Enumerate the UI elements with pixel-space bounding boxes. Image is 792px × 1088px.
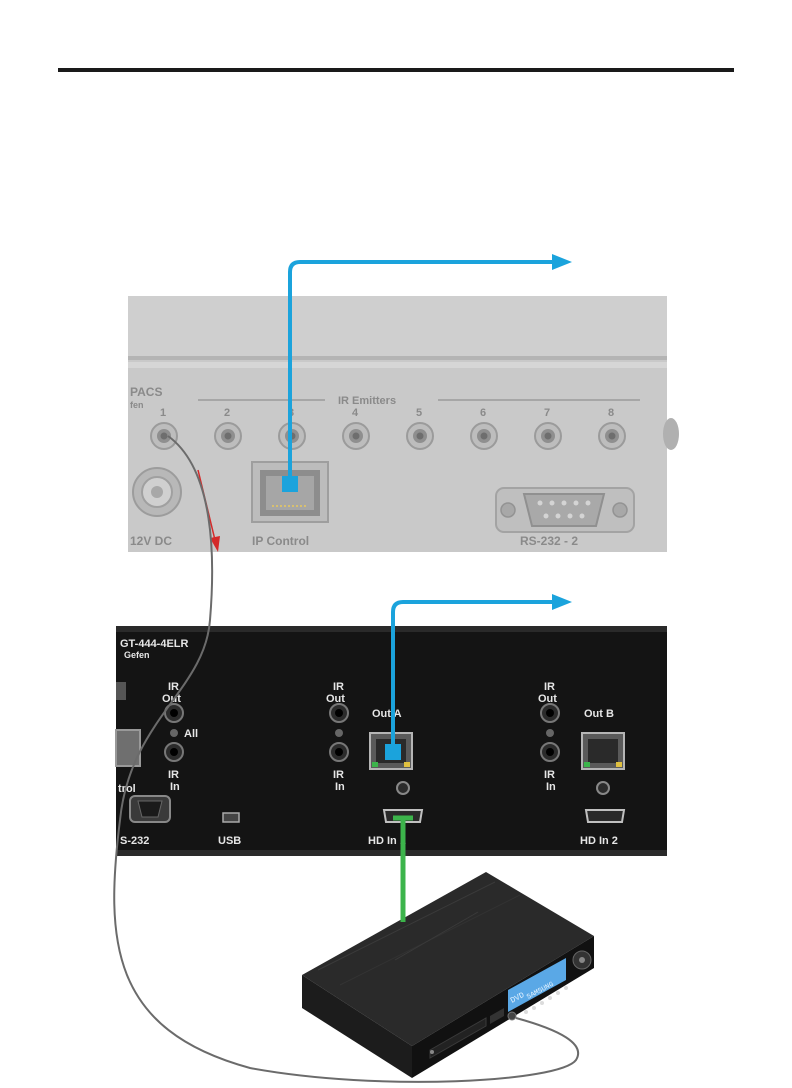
out-b-label: Out B — [584, 708, 614, 720]
audio-jack-a[interactable] — [396, 781, 410, 795]
ir-in-jack-left[interactable] — [164, 742, 184, 762]
all-label: All — [184, 728, 198, 740]
ir-sensor — [507, 1011, 517, 1021]
ip-control-label: IP Control — [252, 534, 309, 548]
pacs-brand-text: PACS — [130, 385, 162, 399]
ir-out-jack-a[interactable] — [329, 703, 349, 723]
out-b-port[interactable] — [581, 732, 625, 770]
svg-text:IR: IR — [333, 769, 344, 781]
port-number-1: 1 — [160, 407, 166, 419]
svg-text:In: In — [170, 781, 180, 793]
svg-text:IR: IR — [544, 769, 555, 781]
ir-emitter-jack-2[interactable] — [214, 422, 242, 450]
ir-emitter-jack-1[interactable] — [150, 422, 178, 450]
hd-in-2-port[interactable] — [584, 809, 626, 823]
ir-emitter-cable — [113, 435, 579, 1083]
rs232-port[interactable] — [129, 795, 171, 823]
ir-emitter-jack-8[interactable] — [598, 422, 626, 450]
rs232-2-label: RS-232 - 2 — [520, 534, 578, 548]
ir-out-jack-b[interactable] — [540, 703, 560, 723]
ir-emitter-jack-6[interactable] — [470, 422, 498, 450]
svg-text:IR: IR — [168, 769, 179, 781]
port-number-6: 6 — [480, 407, 486, 419]
device-buttons[interactable] — [524, 986, 568, 1014]
port-number-4: 4 — [352, 407, 359, 419]
pacs-brand-sub-text: fen — [130, 400, 144, 410]
ir-in-jack-a[interactable] — [329, 742, 349, 762]
svg-text:In: In — [335, 781, 345, 793]
brand-label: Gefen — [124, 650, 150, 660]
svg-text:IR: IR — [333, 681, 344, 693]
out-a-label: Out A — [372, 708, 402, 720]
model-label: GT-444-4ELR — [120, 638, 189, 650]
ir-block-left: IR Out All IR In — [162, 681, 198, 793]
ir-block-b: IR Out IR In — [538, 681, 560, 793]
hdmi-cable — [393, 815, 413, 922]
port-number-8: 8 — [608, 407, 614, 419]
ir-in-jack-b[interactable] — [540, 742, 560, 762]
rs232-2-port[interactable] — [495, 487, 635, 533]
hd-in-2-label: HD In 2 — [580, 835, 618, 847]
svg-text:Out: Out — [538, 693, 557, 705]
device-nav-pad[interactable] — [572, 950, 592, 970]
svg-text:Out: Out — [326, 693, 345, 705]
hd-in-1-label: HD In 1 — [368, 835, 406, 847]
source-device: DVD SAMSUNG — [302, 872, 594, 1078]
ir-emitter-jack-4[interactable] — [342, 422, 370, 450]
port-number-7: 7 — [544, 407, 550, 419]
audio-jack-b[interactable] — [596, 781, 610, 795]
ir-emitter-jack-7[interactable] — [534, 422, 562, 450]
usb-label: USB — [218, 835, 241, 847]
usb-port[interactable] — [222, 812, 240, 823]
power-connector[interactable] — [132, 467, 182, 517]
ir-emitters-label: IR Emitters — [338, 395, 396, 407]
ir-emitter-jacks — [150, 422, 626, 450]
power-label: 12V DC — [130, 534, 172, 548]
svg-text:In: In — [546, 781, 556, 793]
port-number-2: 2 — [224, 407, 230, 419]
ir-emitter-jack-5[interactable] — [406, 422, 434, 450]
svg-text:IR: IR — [544, 681, 555, 693]
network-cable-top — [282, 254, 572, 492]
svg-text:IR: IR — [168, 681, 179, 693]
control-label: trol — [118, 783, 136, 795]
rs232-label: S-232 — [120, 835, 149, 847]
ir-block-a: IR Out IR In — [326, 681, 349, 793]
header-rule — [58, 68, 734, 72]
network-cable-bottom — [385, 594, 572, 760]
port-number-5: 5 — [416, 407, 422, 419]
